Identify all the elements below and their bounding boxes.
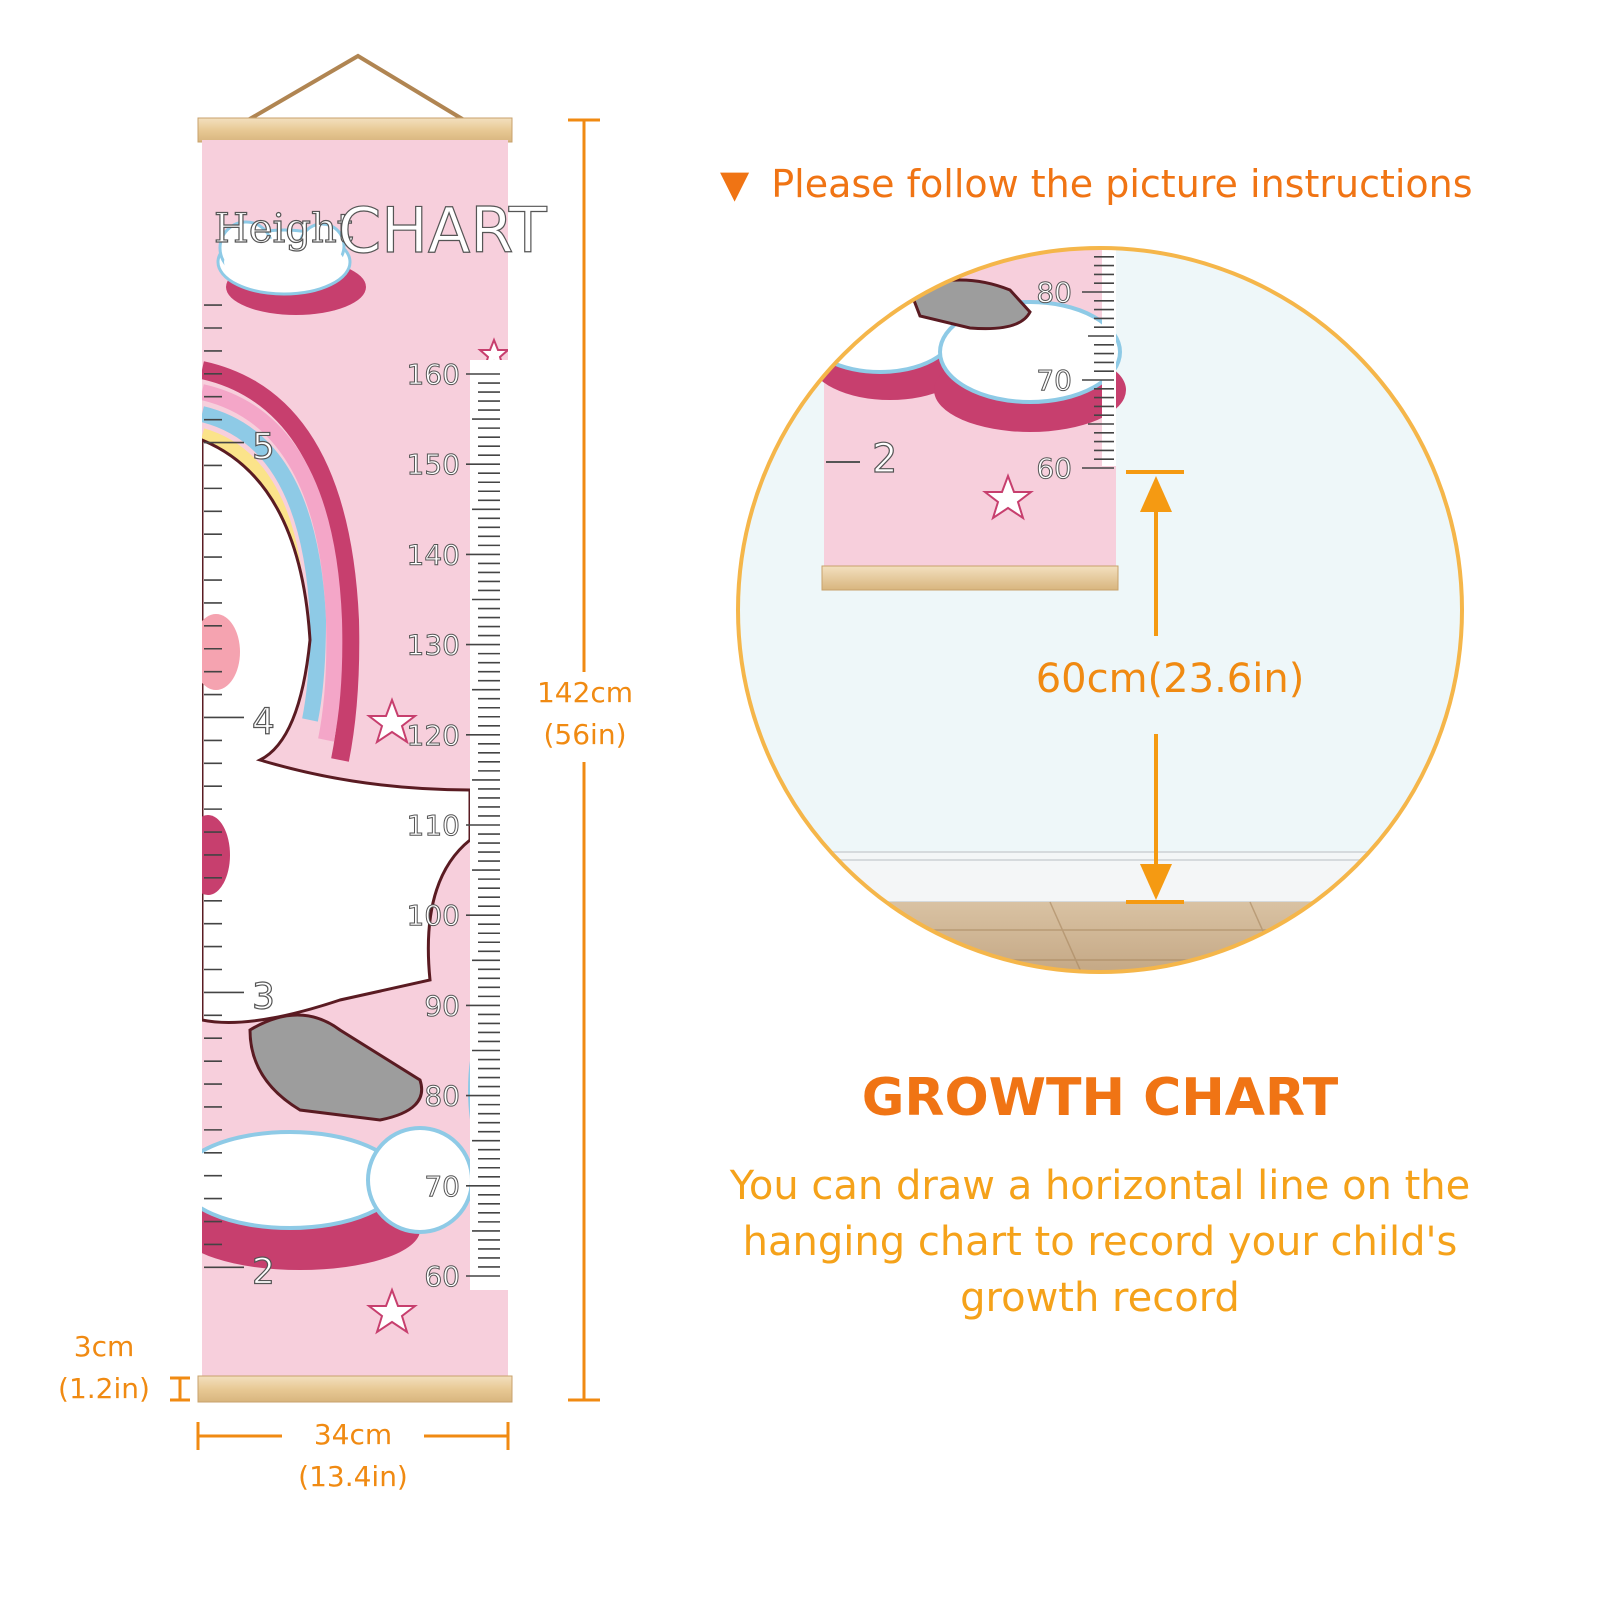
width-dimension-label: 34cm (13.4in): [283, 1414, 423, 1498]
instruction-heading: ▼ Please follow the picture instructions: [720, 162, 1580, 206]
cm-label: 80: [424, 1080, 460, 1113]
cm-label: 90: [424, 989, 460, 1022]
zoom-cm-labels: 80 70 60: [1036, 276, 1073, 486]
top-wooden-rod: [197, 117, 513, 143]
cm-label: 140: [407, 538, 460, 571]
zoomed-chart: [804, 248, 1126, 591]
zoom-cm-label: 60: [1036, 452, 1072, 485]
instruction-text: Please follow the picture instructions: [771, 162, 1473, 206]
zoom-star: [982, 473, 1034, 521]
cm-labels: 160 150 140 130 120 110 100 90 80 70 60: [406, 358, 460, 1294]
feet-label: 4: [252, 701, 275, 742]
description-line: growth record: [960, 1275, 1240, 1321]
width-cm: 34cm: [313, 1418, 393, 1451]
unicorn-body: [202, 438, 472, 1122]
floor-distance-label: 60cm(23.6in): [1035, 656, 1305, 702]
cm-label: 160: [407, 358, 460, 391]
width-in: (13.4in): [298, 1460, 408, 1493]
hanging-string: [246, 53, 466, 122]
growth-chart-title: GROWTH CHART: [861, 1068, 1339, 1128]
zoom-circle-illustration: 80 70 60 2: [736, 246, 1464, 974]
rod-dimension-line: [170, 1376, 190, 1402]
decorative-stars: [366, 337, 508, 1335]
feet-label: 2: [252, 1251, 275, 1292]
height-in: (56in): [543, 718, 627, 751]
feet-label: 5: [252, 427, 275, 468]
height-dimension-line: [568, 118, 600, 1402]
cm-label: 150: [407, 448, 460, 481]
triangle-down-icon: ▼: [720, 162, 750, 206]
zoom-cm-ruler: [1082, 255, 1114, 469]
chart-title-script: Height: [214, 206, 353, 252]
growth-chart-description: You can draw a horizontal line on the ha…: [700, 1158, 1500, 1326]
hanging-chart-illustration: Height CHART 160 150 140 130 120 110 100 90 80 70…: [170, 53, 600, 1450]
wooden-floor: [738, 902, 1462, 972]
cm-label: 70: [424, 1170, 460, 1203]
bottom-wooden-rod: [197, 1375, 513, 1403]
description-line: hanging chart to record your child's: [742, 1219, 1458, 1265]
zoom-bottom-rod: [821, 565, 1119, 591]
height-dimension-label: 142cm (56in): [520, 672, 650, 756]
cm-label: 100: [407, 899, 460, 932]
cm-label: 110: [407, 809, 460, 842]
zoom-circle-border: [736, 246, 1464, 974]
cm-label: 130: [407, 629, 460, 662]
distance-arrow: [1126, 470, 1184, 904]
feet-labels: 5 4 3 2: [251, 426, 275, 1293]
feet-ruler: [204, 304, 244, 1269]
cm-label: 120: [407, 719, 460, 752]
zoom-feet-label: 2: [872, 436, 897, 482]
chart-title-caps: CHART: [338, 194, 548, 267]
zoom-cm-label: 70: [1036, 364, 1072, 397]
cm-ruler: [466, 360, 508, 1290]
zoom-cm-label: 80: [1036, 276, 1072, 309]
rod-in: (1.2in): [58, 1372, 150, 1405]
cm-label: 60: [424, 1260, 460, 1293]
rod-cm: 3cm: [73, 1330, 135, 1363]
description-line: You can draw a horizontal line on the: [729, 1163, 1471, 1209]
feet-label: 3: [252, 976, 275, 1017]
rod-dimension-label: 3cm (1.2in): [44, 1326, 164, 1410]
width-dimension-line: [196, 1422, 510, 1450]
height-cm: 142cm: [536, 676, 634, 709]
title-cloud: [216, 220, 366, 315]
